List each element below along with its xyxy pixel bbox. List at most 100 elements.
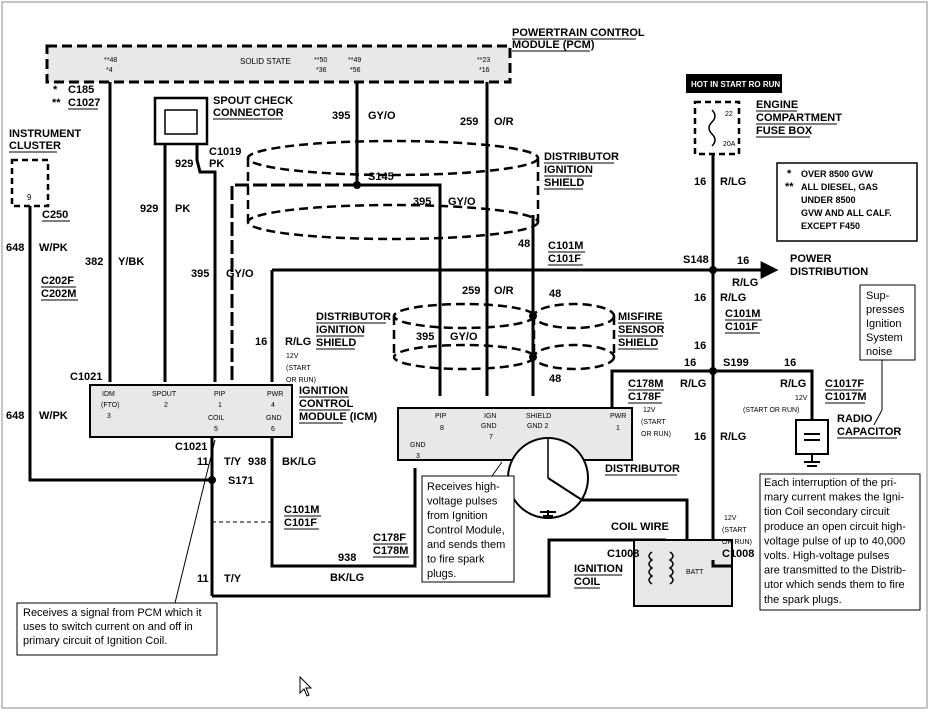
wire-number: 395 — [332, 110, 350, 122]
wire-color: R/LG — [720, 431, 746, 443]
shield-title-3: SHIELD — [316, 337, 356, 349]
radio-title-1: RADIO — [837, 413, 873, 425]
wire-number: 16 — [694, 340, 706, 352]
icm-pin-label: 3 — [107, 413, 111, 420]
legend-mark: * — [787, 168, 792, 180]
wire-color: R/LG — [720, 176, 746, 188]
wire-number: 48 — [518, 238, 530, 250]
wire-number: 11 — [197, 456, 209, 468]
icm-pin-label: 5 — [214, 426, 218, 433]
spout-wire-color: PK — [209, 158, 224, 170]
misfire-title-1: MISFIRE — [618, 311, 663, 323]
spout-return-wire — [230, 183, 357, 382]
shield-title-1: DISTRIBUTOR — [544, 151, 619, 163]
splice-label-s199: S199 — [723, 357, 749, 369]
wire-number: 395 — [416, 331, 434, 343]
coil-note-text: Each interruption of the pri-mary curren… — [764, 477, 906, 606]
connector-c178m: C178M — [373, 545, 408, 557]
power-title-2: DISTRIBUTION — [790, 266, 868, 278]
icm-voltage: OR RUN) — [286, 377, 316, 384]
icm-pin-label: IDM — [102, 391, 115, 398]
icm-output-wires — [210, 437, 666, 598]
legend-line-5: EXCEPT F450 — [801, 221, 860, 231]
connector-c1017f: C1017F — [825, 378, 864, 390]
hot-label: HOT IN START RO RUN — [691, 80, 780, 89]
splice-label-s171: S171 — [228, 475, 254, 487]
wire-color: BK/LG — [282, 456, 316, 468]
note-line: tion Coil secondary circuit — [764, 506, 889, 518]
cluster-wire — [28, 206, 212, 482]
dist-pin: GND — [410, 442, 426, 449]
cluster-connector: C250 — [42, 209, 68, 221]
wire-number: 16 — [784, 357, 796, 369]
dist-voltage: (START — [641, 419, 666, 426]
note-line: Each interruption of the pri- — [764, 477, 897, 489]
icm-pin-label: SPOUT — [152, 391, 177, 398]
wire-number: 259 — [462, 285, 480, 297]
connector-c101f: C101F — [284, 517, 317, 529]
splice-s148 — [709, 266, 717, 274]
connector-c1008: C1008 — [607, 548, 639, 560]
shield-title-3: SHIELD — [544, 177, 584, 189]
radio-capacitor-wire — [713, 369, 814, 420]
wire-number: 395 — [413, 196, 431, 208]
pcm-module: SOLID STATE **48 *4 **50 *36 **49 *56 **… — [45, 44, 512, 84]
misfire-title-3: SHIELD — [618, 337, 658, 349]
distributor-note — [421, 461, 515, 583]
note-line: plugs. — [427, 568, 456, 580]
note-line: voltage pulses — [427, 496, 498, 508]
note-line: Sup- — [866, 290, 890, 302]
note-line: utor which sends them to fire — [764, 579, 905, 591]
radio-voltage-note: (START OR RUN) — [743, 407, 799, 414]
coil-wire-label: COIL WIRE — [611, 521, 669, 533]
shield-title-2: IGNITION — [316, 324, 365, 336]
ignition-coil — [633, 539, 733, 607]
fuse-amperage: 20A — [723, 141, 736, 148]
wire-number: 395 — [191, 268, 209, 280]
wire-number: 938 — [248, 456, 266, 468]
wire-color: GY/O — [368, 110, 396, 122]
wire-color: W/PK — [39, 410, 68, 422]
spout-check-connector — [153, 96, 209, 146]
note-line: Ignition — [866, 318, 901, 330]
pcm-pin-label: **50 — [314, 57, 327, 64]
wire-color: GY/O — [450, 331, 478, 343]
pcm-title-1: POWERTRAIN CONTROL — [512, 27, 645, 39]
wire-color: GY/O — [448, 196, 476, 208]
icm-note-text: Receives a signal from PCM which ituses … — [23, 607, 202, 647]
connector-c1021: C1021 — [175, 441, 207, 453]
hot-label-box — [686, 74, 782, 93]
pcm-connector-c1027: C1027 — [68, 97, 100, 109]
legend-line-2: ALL DIESEL, GAS — [801, 182, 878, 192]
note-line: to fire spark — [427, 554, 485, 566]
wire-color: GY/O — [226, 268, 254, 280]
legend-box: * OVER 8500 GVW ** ALL DIESEL, GAS UNDER… — [776, 162, 918, 242]
wire-number: 16 — [684, 357, 696, 369]
wire-color: R/LG — [285, 336, 311, 348]
wire-number: 16 — [694, 431, 706, 443]
coil-winding-icon — [648, 551, 654, 585]
connector-c1021: C1021 — [70, 371, 102, 383]
note-line: Control Module, — [427, 525, 505, 537]
distributor-module — [397, 407, 633, 461]
wire-color: O/R — [494, 285, 514, 297]
wire-number: 929 — [140, 203, 158, 215]
wire-number: 648 — [6, 242, 24, 254]
coil-note — [759, 473, 921, 611]
note-line: the spark plugs. — [764, 594, 842, 606]
icm-pin-label: GND — [266, 415, 282, 422]
pcm-pin-label: *56 — [350, 67, 361, 74]
wire-color: R/LG — [732, 277, 758, 289]
mouse-cursor-icon — [299, 675, 313, 697]
spout-connector: C1019 — [209, 146, 241, 158]
fuse-title-1: ENGINE — [756, 99, 798, 111]
icm-pin-label: (FTO) — [101, 402, 120, 409]
shield-splice — [529, 353, 537, 361]
wire-color: T/Y — [224, 573, 242, 585]
note-line: System — [866, 332, 903, 344]
dist-pin: GND 2 — [527, 423, 549, 430]
shield-title-1: DISTRIBUTOR — [316, 311, 391, 323]
icm-voltage: (START — [286, 365, 311, 372]
